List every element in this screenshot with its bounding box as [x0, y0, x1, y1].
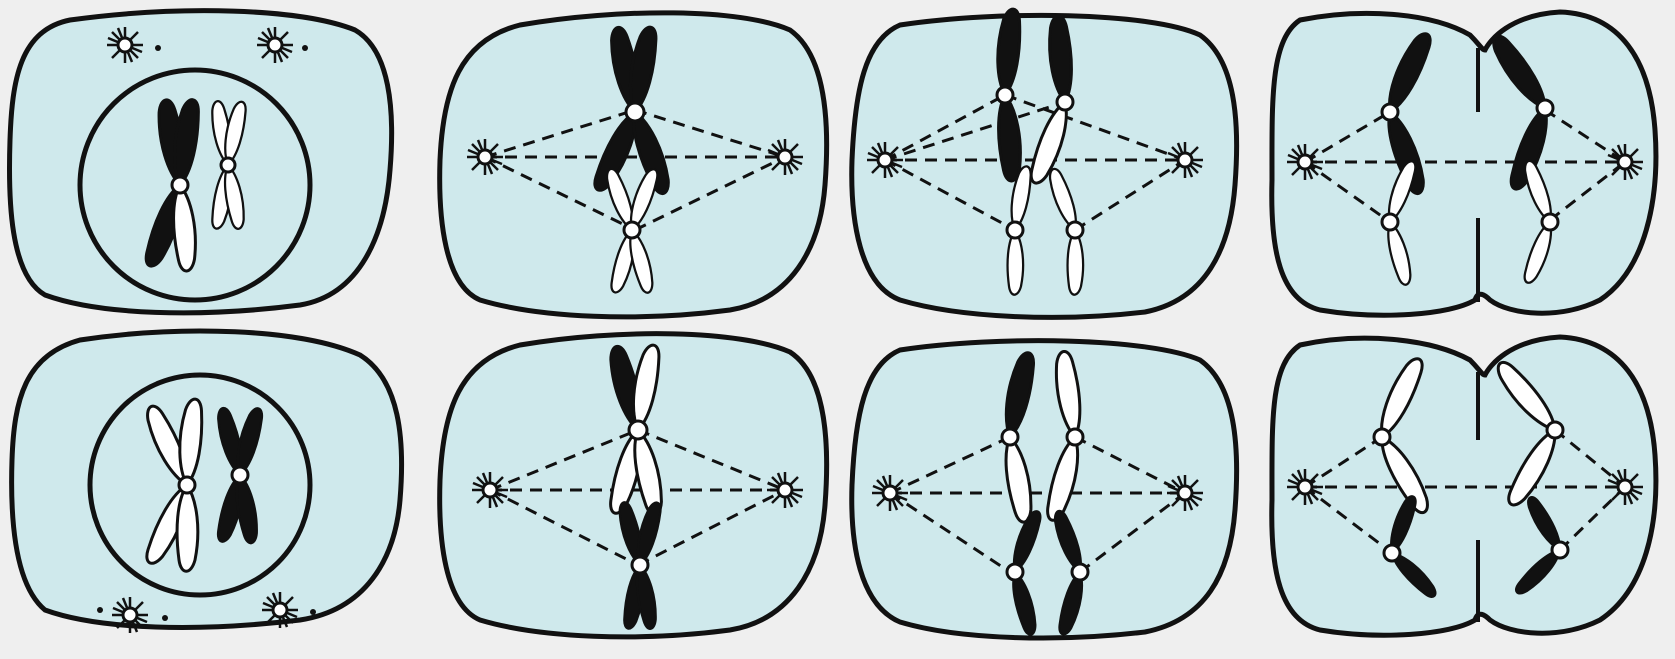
centrosome-aster-icon: [472, 472, 508, 508]
centrosome-aster-icon: [112, 597, 148, 633]
panel-row1-metaphase: [440, 13, 827, 317]
centrosome-aster-icon: [872, 475, 908, 511]
centrosome-aster-icon: [1607, 144, 1643, 180]
panel-row1-nucleus: [9, 11, 391, 313]
cell-membrane: [1272, 12, 1656, 315]
panel-row2-nucleus: [12, 331, 402, 633]
panel-row2-metaphase: [440, 334, 827, 637]
centrosome-aster-icon: [1287, 144, 1323, 180]
centrosome-aster-icon: [257, 27, 293, 63]
centrosome-aster-icon: [262, 592, 298, 628]
panel-row2-anaphase: [852, 341, 1237, 638]
centrosome-aster-icon: [1287, 469, 1323, 505]
centrosome-aster-icon: [767, 472, 803, 508]
panel-row1-anaphase: [852, 8, 1237, 317]
centrosome-aster-icon: [467, 139, 503, 175]
centrosome-aster-icon: [767, 139, 803, 175]
centrosome-aster-icon: [1167, 142, 1203, 178]
panel-row2-dividing: [1272, 337, 1656, 635]
centrosome-aster-icon: [1167, 475, 1203, 511]
panel-row1-dividing: [1272, 12, 1656, 315]
centrosome-aster-icon: [867, 142, 903, 178]
centrosome-aster-icon: [1607, 469, 1643, 505]
centrosome-aster-icon: [107, 27, 143, 63]
